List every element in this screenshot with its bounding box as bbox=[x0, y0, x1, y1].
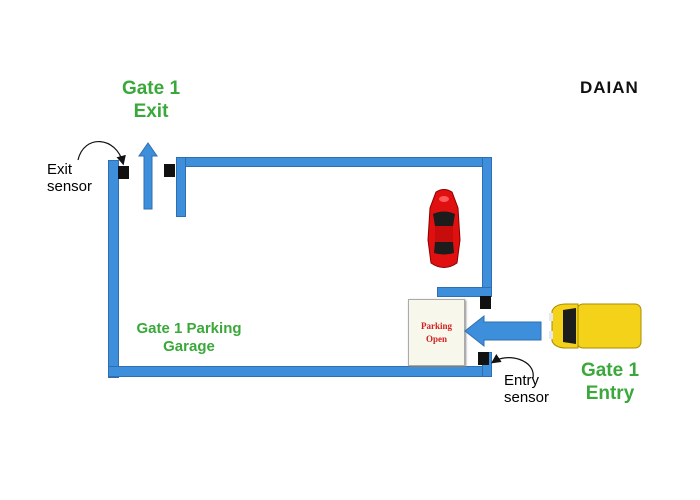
sign-line1: Parking bbox=[420, 320, 452, 331]
brand-logo: DAIAN bbox=[580, 78, 639, 97]
parking-status-sign: Parking Open bbox=[408, 299, 465, 366]
exit-sensor-block-left bbox=[118, 166, 129, 179]
garage-label: Gate 1 Parking Garage bbox=[118, 320, 260, 356]
exit-sensor-line2: sensor bbox=[47, 178, 93, 196]
sign-line2: Open bbox=[425, 333, 447, 344]
red-car-icon bbox=[427, 189, 461, 268]
wall-left bbox=[108, 160, 119, 378]
entry-sensor-line1: Entry bbox=[504, 372, 540, 389]
exit-arrow-icon bbox=[138, 142, 158, 210]
gate-exit-line1: Gate 1 bbox=[121, 78, 181, 99]
gate-entry-label: Gate 1 Entry bbox=[568, 360, 652, 406]
exit-sensor-label: Exit sensor bbox=[47, 161, 92, 196]
entry-sensor-block-top bbox=[480, 296, 491, 309]
gate-exit-line2: Exit bbox=[133, 100, 169, 122]
wall-entry-ledge bbox=[437, 287, 492, 297]
gate-entry-line2: Entry bbox=[585, 382, 635, 404]
exit-sensor-pointer bbox=[77, 141, 126, 166]
entry-sensor-label: Entry sensor bbox=[504, 372, 549, 407]
entry-sensor-line2: sensor bbox=[504, 389, 550, 407]
gate-entry-line1: Gate 1 bbox=[580, 360, 640, 381]
yellow-van-icon bbox=[549, 303, 642, 349]
garage-line2: Garage bbox=[163, 338, 215, 355]
entry-sensor-block-bottom bbox=[478, 352, 489, 365]
entry-sensor-pointer bbox=[491, 354, 534, 379]
garage-line1: Gate 1 Parking bbox=[136, 320, 242, 337]
exit-sensor-block-right bbox=[164, 164, 175, 177]
gate-exit-label: Gate 1 Exit bbox=[108, 78, 194, 124]
exit-sensor-line1: Exit bbox=[47, 161, 73, 178]
entry-arrow-icon bbox=[464, 314, 542, 348]
wall-exit-post bbox=[176, 157, 186, 217]
